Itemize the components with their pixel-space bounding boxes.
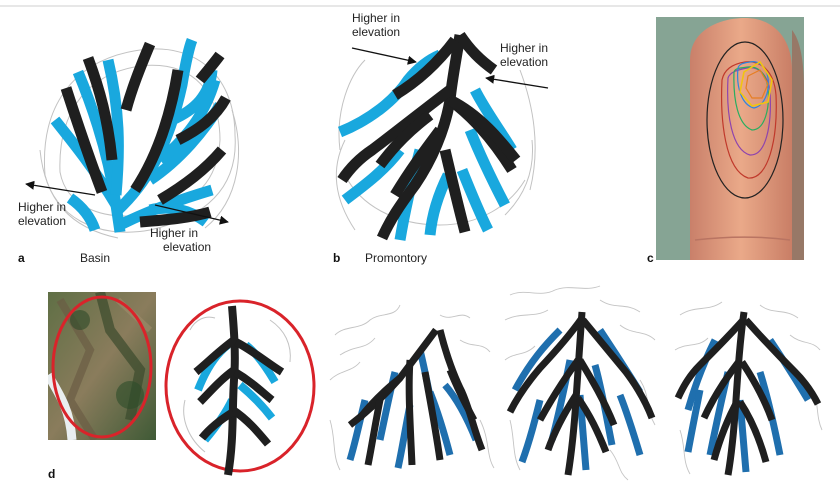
panel-b-arrow-top-right [485, 74, 549, 89]
panel-b-black-ridges [337, 31, 521, 241]
river-line [48, 372, 77, 440]
panel-a-black-ridges [60, 41, 231, 228]
panel-a-arrows [25, 180, 229, 225]
panel-b-caption: Promontory [365, 251, 427, 265]
panel-d-tree-variant-3 [674, 301, 823, 476]
panel-a-letter: a [18, 251, 25, 265]
photo-highlight-ellipse [51, 295, 153, 439]
panel-c-letter: c [647, 251, 654, 265]
panel-b-arrows [351, 47, 549, 89]
panel-d-letter: d [48, 467, 55, 481]
panel-b-letter: b [333, 251, 340, 265]
tree-highlight-ellipse [164, 299, 316, 473]
panel-a-arrow-left [25, 180, 96, 196]
panel-a-arrow-right [154, 204, 229, 225]
panel-d-aerial-photo: d [48, 292, 156, 481]
panel-b-arrow-top-left [351, 47, 417, 65]
fingertip-contour-lines [706, 41, 784, 199]
finger-shape [690, 18, 792, 260]
panel-d-outlined-tree [164, 299, 316, 476]
panel-a-caption: Basin [80, 251, 110, 265]
panel-d-tree-variant-2 [504, 285, 656, 481]
panel-d-tree-variant-1 [329, 304, 495, 471]
panel-b-contours [335, 59, 536, 231]
panel-c-fingerprint-photo: c [647, 17, 804, 265]
